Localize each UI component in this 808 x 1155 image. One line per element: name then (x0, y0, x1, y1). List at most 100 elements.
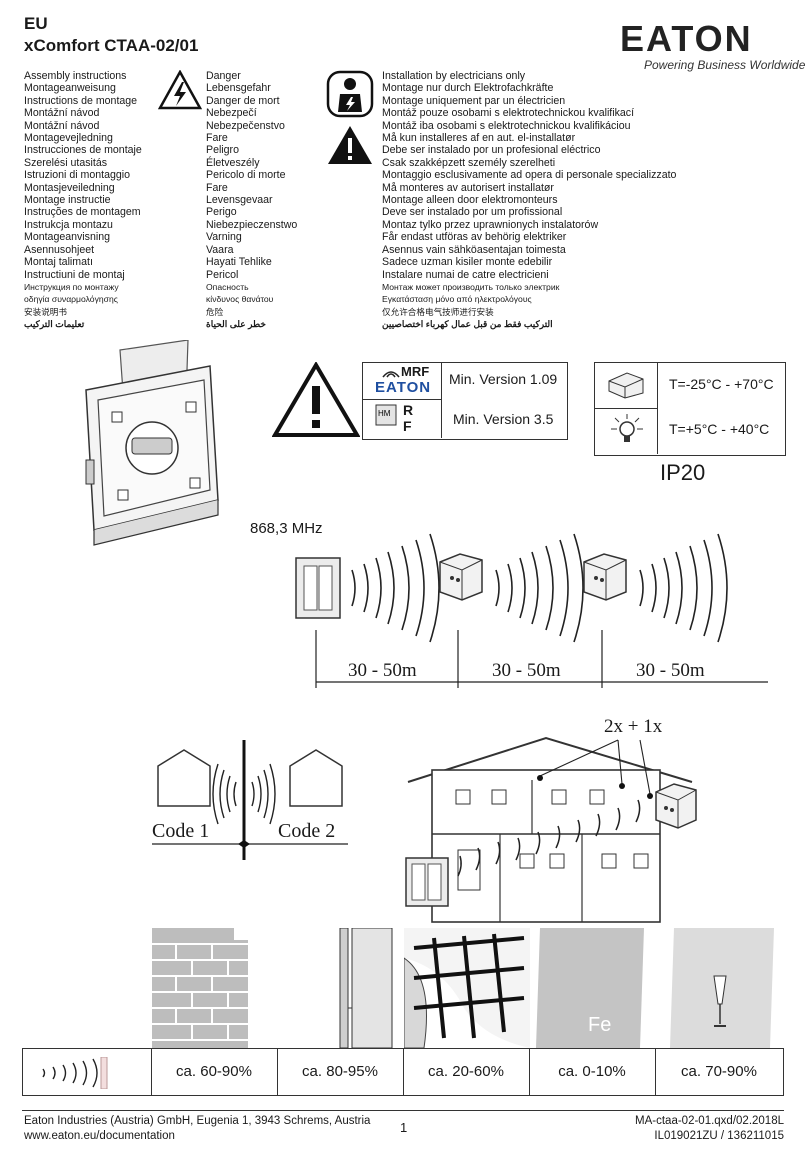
electricians-list: Installation by electricians only Montag… (382, 70, 676, 331)
danger-item: Életveszély (206, 156, 260, 169)
brand-tagline: Powering Business Worldwide (644, 58, 806, 72)
footer-website[interactable]: www.eaton.eu/documentation (24, 1130, 175, 1142)
materials-table: Fe ca. 60-90% ca. 80-95% ca. 20-60% ca. … (22, 928, 784, 1098)
reinforced-concrete-icon (404, 928, 530, 1048)
high-voltage-warning-icon (158, 70, 202, 110)
instructions-item: Instrucciones de montaje (24, 144, 142, 157)
instructions-item: Montasjeveiledning (24, 181, 115, 194)
footer-company: Eaton Industries (Austria) GmbH, Eugenia… (24, 1115, 371, 1127)
repeater-label: 2x + 1x (604, 716, 663, 737)
instructions-item: Montageanvisning (24, 231, 110, 244)
wifi-icon (382, 371, 400, 378)
instructions-item: Montážní návod (24, 107, 100, 120)
material-attenuation: ca. 60-90% (176, 1063, 252, 1080)
electricians-item: Instalare numai de catre electricieni (382, 268, 549, 281)
electricians-item: Montage alleen door elektromonteurs (382, 194, 558, 207)
danger-item: Hayati Tehlike (206, 256, 272, 269)
danger-item: Danger de mort (206, 94, 280, 107)
danger-item: Fare (206, 132, 228, 145)
electricians-item: Må kun installeres af en aut. el-install… (382, 132, 576, 145)
electricians-item: Montage nur durch Elektrofachkräfte (382, 82, 554, 95)
danger-item: Lebensgefahr (206, 82, 271, 95)
distance-label: 30 - 50m (348, 660, 417, 681)
material-attenuation: ca. 70-90% (681, 1063, 757, 1080)
operating-temperature: T=+5°C - +40°C (669, 421, 770, 437)
light-bulb-icon (611, 414, 643, 442)
radio-range-diagram (295, 533, 768, 688)
danger-item: Nebezpečí (206, 107, 257, 120)
material-attenuation: ca. 20-60% (428, 1063, 504, 1080)
wall-switch-icon (295, 557, 341, 619)
instructions-item: Instrukcja montazu (24, 218, 113, 231)
instructions-item: Instructions de montage (24, 94, 138, 107)
repeater-house-diagram (405, 736, 697, 923)
electricians-item: Csak szakképzett személy szerelheti (382, 156, 556, 169)
electricians-item: Får endast utföras av behörig elektriker (382, 231, 567, 244)
eaton-logo: EATON (620, 18, 753, 59)
electricians-item: Montáž iba osobami s elektrotechnickou k… (382, 119, 631, 132)
electricians-item: Installation by electricians only (382, 70, 526, 82)
instructions-item: تعليمات التركيب (24, 319, 85, 330)
electricians-item: Montaz tylko przez uprawnionych instalat… (382, 218, 599, 231)
house-icon (157, 749, 211, 807)
footer-divider (22, 1110, 784, 1111)
electricians-item: Montage uniquement par un électricien (382, 94, 566, 107)
ip-rating: IP20 (660, 460, 706, 485)
svg-text:HM: HM (378, 409, 391, 418)
distance-label: 30 - 50m (636, 660, 705, 681)
mrf-version: Min. Version 1.09 (449, 371, 558, 387)
version-table: MRF EATON Min. Version 1.09 HM R F Min. … (362, 362, 568, 440)
storage-box-icon (608, 372, 644, 399)
device-illustration (85, 340, 219, 546)
danger-item: خطر على الحياة (206, 319, 266, 330)
electricians-item: Deve ser instalado por um profissional (382, 206, 563, 219)
electricians-item: Монтаж может производить только электрик (382, 281, 560, 292)
danger-item: Niebezpieczenstwo (206, 218, 298, 231)
instructions-item: Instructiuni de montaj (24, 268, 125, 281)
electricians-item: 仅允许合格电气技师进行安装 (382, 306, 494, 317)
code-separation-diagram (152, 740, 348, 860)
electricians-item: Må monteres av autorisert installatør (382, 181, 554, 194)
brick-wall-icon (152, 928, 278, 1048)
footer-doc-ref: MA-ctaa-02-01.qxd/02.2018L (635, 1115, 784, 1127)
danger-item: κίνδυνος θανάτου (206, 294, 274, 305)
danger-item: Pericolo di morte (206, 169, 286, 182)
temperature-table: T=-25°C - +70°C T=+5°C - +40°C (594, 362, 786, 456)
region-title: EU (24, 14, 48, 33)
actuator-icon (439, 553, 483, 601)
house-icon (289, 749, 343, 807)
code2-label: Code 2 (278, 820, 336, 842)
instructions-item: Instruções de montagem (24, 206, 141, 219)
instructions-item: Montageanweisung (24, 82, 116, 95)
rf-label-f: F (403, 418, 412, 434)
rf-version: Min. Version 3.5 (453, 411, 554, 427)
instructions-item: Asennusohjeet (24, 243, 95, 256)
frequency-label: 868,3 MHz (250, 520, 323, 537)
electricians-item: Εγκατάσταση μόνο από ηλεκτρολόγους (382, 294, 532, 305)
page-number: 1 (400, 1120, 408, 1135)
electricians-item: Montaggio esclusivamente ad opera di per… (382, 169, 677, 182)
danger-item: Fare (206, 181, 228, 194)
instructions-item: Istruzioni di montaggio (24, 169, 130, 182)
signal-waves-icon (42, 1057, 108, 1089)
danger-item: Pericol (206, 268, 239, 281)
danger-item: Nebezpečenstvo (206, 119, 285, 132)
danger-item: Varning (206, 231, 242, 244)
instructions-item: Montážní návod (24, 119, 100, 132)
instructions-item: Assembly instructions (24, 70, 127, 82)
warning-triangle-icon (328, 126, 372, 164)
electrician-icon (326, 70, 374, 118)
instructions-item: Szerelési utasitás (24, 156, 108, 169)
danger-item: Опасность (206, 281, 249, 292)
metal-symbol: Fe (588, 1014, 612, 1036)
electricians-item: Asennus vain sähköasentajan toimesta (382, 243, 566, 256)
danger-item: Danger (206, 70, 241, 82)
metal-plate-icon (530, 928, 656, 1048)
danger-item: Perigo (206, 206, 237, 219)
actuator-icon (655, 783, 697, 829)
instructions-item: Montaj talimatı (24, 256, 93, 269)
rf-label-r: R (403, 402, 414, 418)
danger-list: Danger Lebensgefahr Danger de mort Nebez… (206, 70, 297, 331)
glass-icon (656, 928, 784, 1048)
electricians-item: Debe ser instalado por un profesional el… (382, 144, 601, 157)
